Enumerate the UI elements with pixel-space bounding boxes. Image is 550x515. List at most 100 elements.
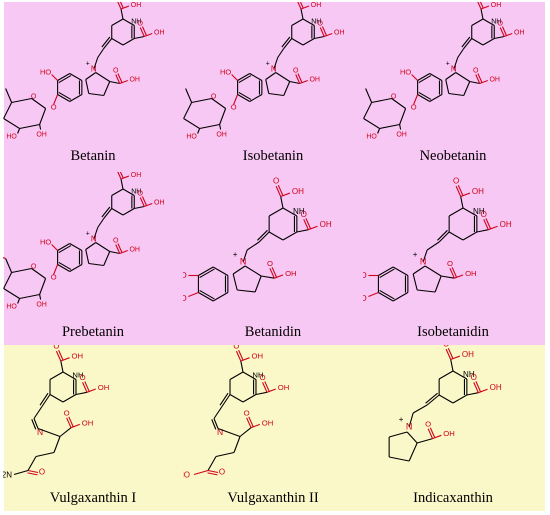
ring-oxygen-label: O	[211, 93, 217, 100]
bond-line	[27, 456, 37, 471]
bond-line	[504, 32, 513, 38]
carbonyl-oxygen-label: O	[233, 345, 239, 351]
compound-name-betanin: Betanin	[70, 148, 116, 164]
bond-line	[19, 293, 40, 300]
carbonyl-oxygen-label: O	[219, 468, 225, 477]
double-bond-line	[429, 427, 436, 438]
bond-line	[88, 262, 104, 267]
bond-line	[399, 108, 407, 125]
glycosidic-oxygen-label: O	[411, 102, 417, 111]
double-bond-line	[103, 38, 113, 49]
double-bond-line	[117, 243, 123, 253]
indoline-n-label: N	[271, 65, 277, 74]
bond-line	[75, 391, 88, 396]
carbonyl-oxygen-label: O	[481, 210, 487, 219]
bond-line	[191, 97, 212, 104]
bond-line	[476, 229, 489, 233]
bond-line	[122, 18, 135, 26]
double-bond-line	[479, 2, 484, 9]
compound-name-betanidin: Betanidin	[244, 324, 302, 340]
bond-line	[229, 394, 244, 403]
bond-line	[412, 265, 426, 275]
double-bond-line	[141, 26, 147, 36]
bond-line	[388, 431, 408, 438]
ho-label: HO	[400, 67, 411, 76]
nh-label: NH	[131, 188, 141, 195]
ho-label: HO	[220, 67, 231, 76]
bond-line	[62, 371, 77, 380]
bond-line	[424, 265, 442, 277]
bond-line	[249, 73, 263, 81]
positive-charge-label: +	[86, 60, 90, 67]
bond-line	[134, 205, 145, 210]
bond-line	[5, 88, 13, 103]
bond-line	[217, 427, 241, 438]
double-bond-line	[303, 219, 309, 230]
bond-line	[389, 456, 410, 462]
bond-line	[289, 80, 300, 85]
bond-line	[19, 123, 40, 130]
bond-line	[242, 371, 257, 380]
hydroxyl-label: OH	[514, 29, 525, 36]
glycosidic-oxygen-label: O	[51, 102, 57, 111]
bond-line	[60, 360, 64, 373]
positive-charge-label: +	[413, 250, 418, 259]
double-bond-line	[262, 382, 268, 393]
bond-line	[275, 72, 291, 82]
bond-line	[120, 8, 124, 20]
bond-line	[31, 98, 46, 109]
positive-charge-label: +	[233, 250, 238, 259]
bond-line	[111, 38, 124, 46]
double-bond-line	[246, 417, 252, 428]
double-bond-line	[235, 350, 242, 362]
bond-line	[478, 388, 488, 394]
bond-line	[246, 241, 260, 251]
bond-line	[49, 394, 64, 403]
double-bond-line	[437, 229, 448, 241]
bond-line	[39, 124, 42, 130]
bond-line	[300, 8, 304, 20]
bond-line	[426, 241, 440, 251]
double-bond-line	[101, 36, 111, 48]
nh-label: NH	[131, 18, 141, 25]
bond-line	[3, 288, 20, 299]
bond-line	[482, 38, 495, 46]
bond-line	[183, 102, 193, 119]
double-bond-line	[58, 261, 72, 270]
double-bond-line	[66, 417, 72, 428]
bond-line	[448, 207, 464, 217]
hydroxyl-label: OH	[98, 383, 110, 392]
bond-line	[434, 275, 442, 293]
hydroxyl-label: OH	[489, 76, 500, 83]
carbonyl-oxygen-label: O	[318, 20, 324, 27]
double-bond-line	[475, 74, 481, 84]
nh-label: NH	[293, 207, 305, 216]
hydroxyl-label: OH	[334, 29, 345, 36]
carbonyl-oxygen-label: O	[453, 177, 459, 186]
carbonyl-oxygen-label: O	[443, 345, 449, 349]
double-bond-line	[139, 27, 145, 37]
double-bond-line	[297, 2, 302, 10]
double-bond-line	[305, 218, 312, 229]
bond-line	[314, 35, 325, 40]
ho-label: HO	[366, 133, 377, 140]
hydroxyl-label: OH	[129, 246, 140, 253]
bond-line	[438, 370, 454, 380]
double-bond-line	[425, 392, 438, 404]
bond-line	[300, 5, 310, 10]
bond-line	[460, 196, 464, 209]
bond-line	[265, 72, 277, 80]
double-bond-line	[221, 394, 231, 407]
carbonyl-oxygen-label: O	[138, 20, 144, 27]
bond-line	[39, 108, 47, 125]
bond-line	[69, 264, 83, 272]
bond-line	[302, 18, 315, 26]
bond-line	[69, 94, 83, 102]
double-bond-line	[258, 231, 270, 243]
oh-label: OH	[216, 131, 227, 138]
bond-line	[144, 32, 153, 38]
ring-oxygen-label: O	[31, 93, 37, 100]
amine-label: H2N	[3, 471, 12, 480]
